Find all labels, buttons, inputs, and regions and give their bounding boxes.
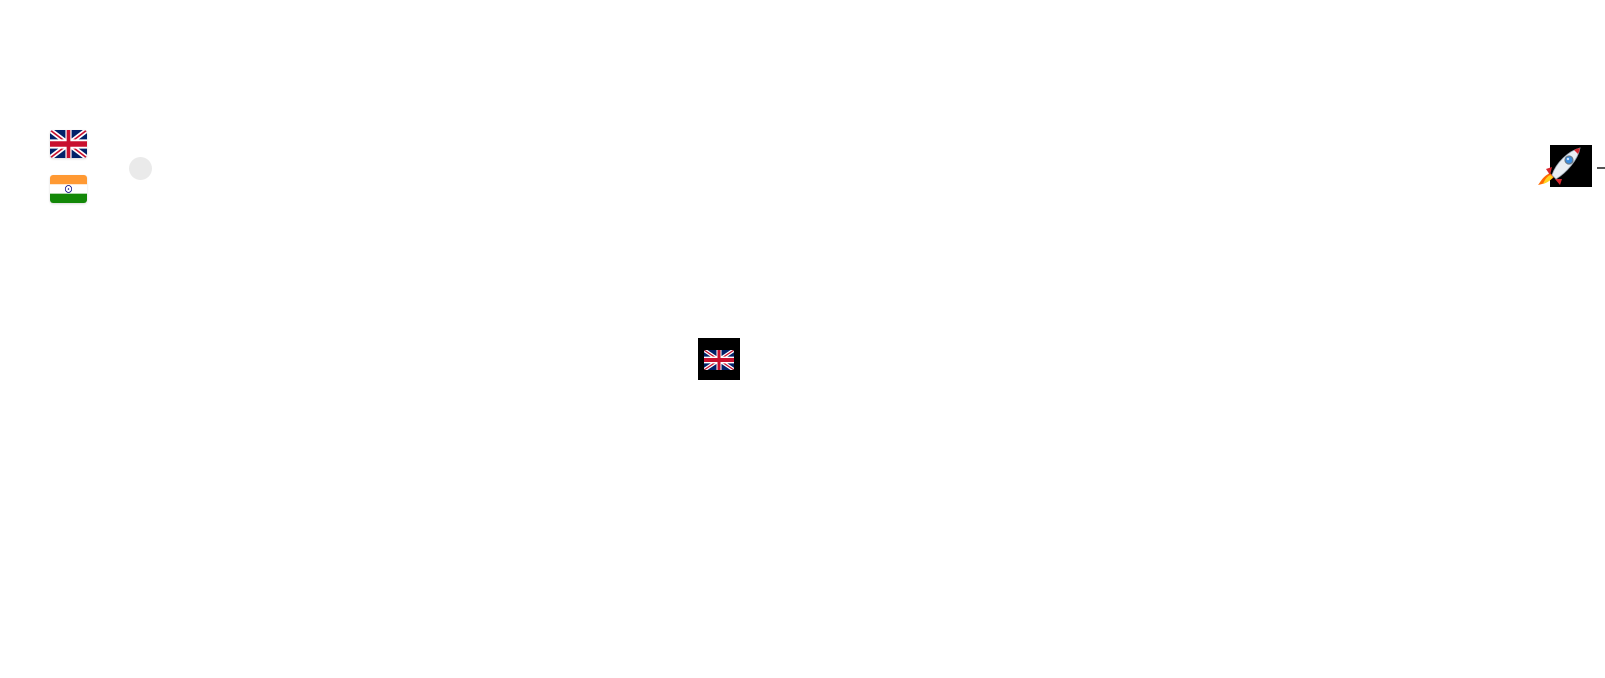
uk-flag-icon <box>704 350 734 370</box>
rocket-icon <box>1538 145 1592 187</box>
uk-flag-icon[interactable] <box>50 130 87 158</box>
trail-end-segment <box>1597 167 1605 169</box>
india-flag-icon[interactable] <box>50 175 87 203</box>
selected-language-flag <box>698 338 740 380</box>
indicator-dot <box>129 157 152 180</box>
dashed-trail <box>1310 167 1540 169</box>
language-flag-list <box>50 130 87 203</box>
